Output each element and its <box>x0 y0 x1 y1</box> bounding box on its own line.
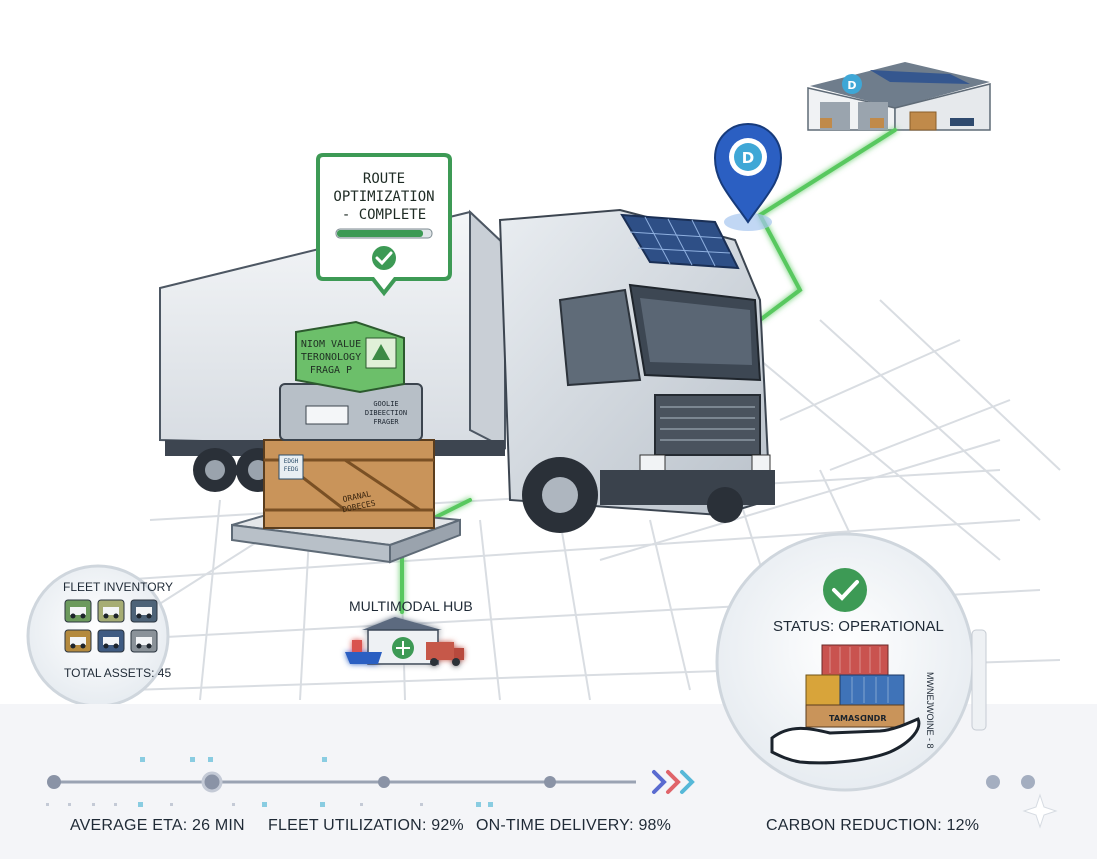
fleet-total-assets: TOTAL ASSETS: 45 <box>64 666 172 680</box>
warehouse: D <box>807 62 991 131</box>
van-icon <box>97 599 125 623</box>
van-icon <box>130 599 158 623</box>
route-card-title: ROUTE OPTIMIZATION - COMPLETE <box>333 171 435 223</box>
multimodal-hub-icon <box>345 617 464 666</box>
status-side-text: MWNEJWOINE - 8 <box>925 672 935 749</box>
sparkle-icon <box>1022 793 1058 829</box>
multimodal-hub-label: MULTIMODAL HUB <box>349 598 473 614</box>
green-box-label: NIOM VALUE TERONOLOGY FRAGA P <box>300 339 362 376</box>
car-icon <box>130 629 158 653</box>
cargo-stack <box>231 320 461 564</box>
stat-average-eta: AVERAGE ETA: 26 MIN <box>70 817 245 834</box>
svg-text:D: D <box>742 149 754 167</box>
svg-text:INDR: INDR <box>864 714 886 723</box>
route-path <box>400 128 897 614</box>
truck-icon <box>64 599 92 623</box>
truck-icon <box>64 629 92 653</box>
crate-tag: EDGH FEDG <box>283 458 299 473</box>
svg-text:TAMASC: TAMASC <box>829 714 866 723</box>
containers-icon: TAMASC INDR <box>805 644 905 728</box>
car-icon <box>97 629 125 653</box>
hand-icon <box>770 717 921 765</box>
truck <box>159 208 775 533</box>
route-optimization-card[interactable] <box>316 153 452 297</box>
timeline <box>46 757 1058 829</box>
fleet-inventory-title: FLEET INVENTORY <box>63 580 174 594</box>
svg-text:D: D <box>847 79 856 92</box>
case-label: GOOLIE DIBEECTION FRAGER <box>364 400 408 426</box>
status-label: STATUS: OPERATIONAL <box>773 618 944 635</box>
fleet-inventory-panel[interactable] <box>26 564 170 708</box>
stat-fleet-utilization: FLEET UTILIZATION: 92% <box>268 817 464 834</box>
stat-on-time-delivery: ON-TIME DELIVERY: 98% <box>476 817 672 834</box>
chevron-arrows-icon <box>652 770 695 794</box>
stat-carbon-reduction: CARBON REDUCTION: 12% <box>766 817 980 834</box>
location-pin-icon[interactable]: D <box>713 122 783 231</box>
status-panel[interactable]: TAMASC INDR <box>715 532 987 792</box>
check-circle-icon <box>823 568 867 612</box>
